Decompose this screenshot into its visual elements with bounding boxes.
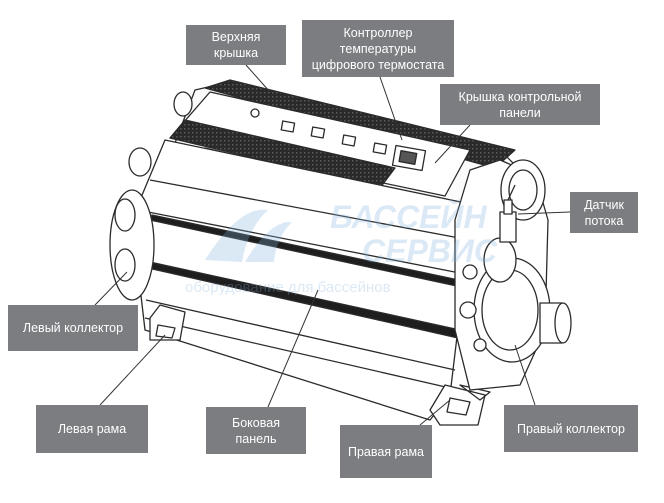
band-1 <box>149 179 471 241</box>
watermark-line3: оборудование для бассейнов <box>185 279 391 296</box>
label-control-panel-cover-text: Крышка контрольной панели <box>458 89 582 120</box>
watermark-line2: СЕРВИС <box>362 233 498 269</box>
watermark: БАССЕЙН СЕРВИС оборудование для бассейно… <box>185 199 498 296</box>
label-right-collector-text: Правый коллектор <box>517 421 625 436</box>
line-left-frame <box>99 334 166 406</box>
band-4 <box>144 317 451 389</box>
right-frame <box>429 384 486 426</box>
line-right-collector <box>514 344 536 406</box>
line-left-collector <box>94 271 128 306</box>
label-flow-sensor: Датчик потока <box>570 192 638 233</box>
label-right-frame: Правая рама <box>340 425 432 478</box>
label-right-frame-text: Правая рама <box>347 444 425 459</box>
label-left-frame: Левая рама <box>36 405 148 453</box>
left-frame <box>149 304 186 341</box>
right-collector <box>459 159 572 363</box>
band-2 <box>147 211 471 276</box>
label-left-frame-text: Левая рама <box>57 422 127 436</box>
label-left-collector: Левый коллектор <box>8 305 138 351</box>
line-flow-sensor <box>517 211 571 215</box>
left-collector <box>109 91 193 301</box>
band-3 <box>145 299 456 371</box>
label-control-panel-cover: Крышка контрольной панели <box>440 84 600 125</box>
label-thermostat-controller: Контроллер температуры цифрового термост… <box>302 20 454 77</box>
line-side-panel <box>267 289 319 408</box>
label-top-cover-text: Верхняя крышка <box>211 30 261 60</box>
heater-body <box>109 79 572 426</box>
flow-sensor <box>499 184 517 243</box>
line-control-panel-cover <box>434 124 471 164</box>
label-thermostat-controller-text: Контроллер температуры цифрового термост… <box>311 25 445 72</box>
top-screw <box>250 108 260 118</box>
line-right-frame <box>419 399 451 426</box>
watermark-logo <box>205 209 292 262</box>
label-side-panel-text: Боковая панель <box>232 415 280 446</box>
label-flow-sensor-text: Датчик потока <box>584 197 624 228</box>
label-right-collector: Правый коллектор <box>504 405 638 452</box>
line-thermostat <box>379 76 403 141</box>
watermark-line1: БАССЕЙН <box>330 199 488 235</box>
label-side-panel: Боковая панель <box>206 407 306 454</box>
line-top-cover <box>245 64 271 93</box>
label-left-collector-text: Левый коллектор <box>22 321 124 335</box>
control-buttons <box>280 120 427 172</box>
leader-lines <box>94 64 571 426</box>
label-top-cover: Верхняя крышка <box>186 25 286 65</box>
